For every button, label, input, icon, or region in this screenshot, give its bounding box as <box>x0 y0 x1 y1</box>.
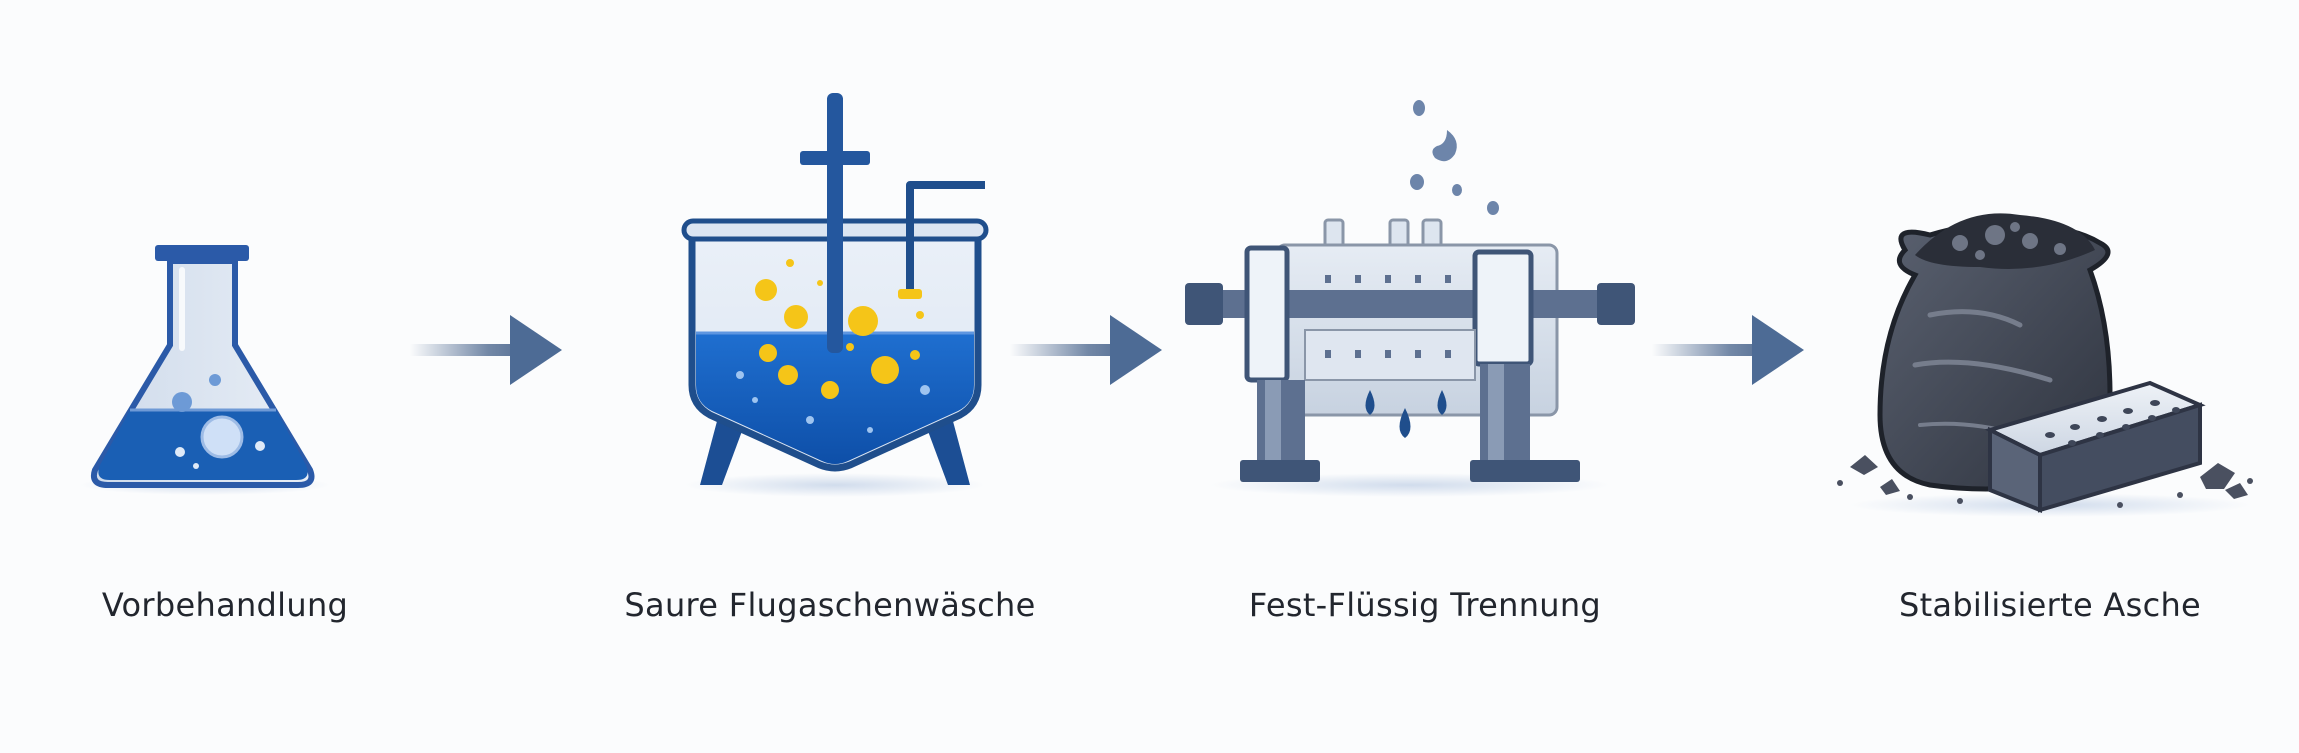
flask-icon <box>80 245 330 495</box>
step-label-stabilisierte-asche: Stabilisierte Asche <box>1898 586 2202 624</box>
step-label-vorbehandlung: Vorbehandlung <box>101 586 349 624</box>
reactor-tank-icon <box>681 93 989 497</box>
arrow-right-icon <box>1652 315 1804 385</box>
arrow-right-icon <box>1010 315 1162 385</box>
step-label-saure-flugaschenwaesche: Saure Flugaschenwäsche <box>624 586 1036 624</box>
step-label-fest-fluessig-trennung: Fest-Flüssig Trennung <box>1248 586 1602 624</box>
arrow-right-icon <box>410 315 562 385</box>
filter-press-icon <box>1185 100 1635 497</box>
ash-sack-and-block-icon <box>1837 213 2253 517</box>
